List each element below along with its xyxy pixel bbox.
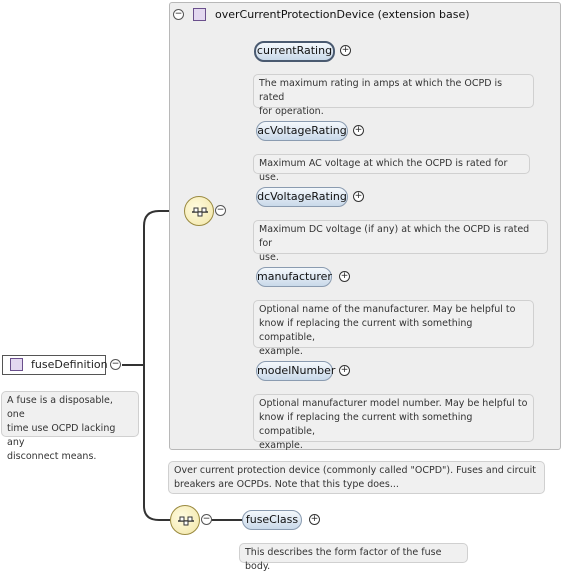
- doc-line: Maximum AC voltage at which the OCPD is …: [259, 158, 508, 183]
- doc-line: for operation.: [259, 106, 324, 117]
- doc-line: This describes the form factor of the fu…: [245, 547, 442, 572]
- root-doc-line: disconnect means.: [7, 451, 97, 462]
- sequence-compositor-2[interactable]: [170, 505, 200, 535]
- element-dcvoltagerating[interactable]: dcVoltageRating: [256, 187, 348, 207]
- element-currentrating[interactable]: currentRating: [254, 41, 335, 62]
- sequence-icon: [178, 516, 194, 526]
- acvoltagerating-documentation: Maximum AC voltage at which the OCPD is …: [253, 154, 530, 183]
- root-element-fusedefinition[interactable]: fuseDefinition: [2, 355, 108, 375]
- element-manufacturer[interactable]: manufacturer: [256, 267, 332, 287]
- dcvoltagerating-documentation: Maximum DC voltage (if any) at which the…: [253, 220, 548, 263]
- expand-toggle[interactable]: +: [340, 45, 351, 56]
- root-doc-line: time use OCPD lacking any: [7, 423, 116, 448]
- element-fuseclass[interactable]: fuseClass: [242, 510, 302, 530]
- sequence-collapse-toggle[interactable]: −: [215, 205, 226, 216]
- expand-toggle[interactable]: +: [339, 365, 350, 376]
- extension-documentation: Over current protection device (commonly…: [168, 461, 545, 494]
- doc-line: Optional manufacturer model number. May …: [259, 398, 528, 409]
- doc-line: Optional name of the manufacturer. May b…: [259, 304, 516, 315]
- doc-line: know if replacing the current with somet…: [259, 318, 473, 343]
- fuseclass-documentation: This describes the form factor of the fu…: [239, 543, 468, 572]
- doc-line: The maximum rating in amps at which the …: [259, 78, 503, 103]
- expand-toggle[interactable]: +: [339, 271, 350, 282]
- expand-toggle[interactable]: +: [309, 514, 320, 525]
- doc-line: Over current protection device (commonly…: [174, 465, 536, 476]
- expand-toggle[interactable]: +: [353, 125, 364, 136]
- sequence-2-collapse-toggle[interactable]: −: [201, 514, 212, 525]
- extension-collapse-toggle[interactable]: −: [173, 9, 184, 20]
- extension-title: overCurrentProtectionDevice (extension b…: [215, 8, 470, 21]
- extension-type-icon: [193, 8, 206, 21]
- root-doc-line: A fuse is a disposable, one: [7, 395, 113, 420]
- sequence-icon: [192, 207, 208, 217]
- root-documentation: A fuse is a disposable, one time use OCP…: [1, 391, 139, 462]
- currentrating-documentation: The maximum rating in amps at which the …: [253, 74, 534, 117]
- element-acvoltagerating[interactable]: acVoltageRating: [256, 121, 348, 141]
- element-modelnumber[interactable]: modelNumber: [256, 361, 335, 381]
- manufacturer-documentation: Optional name of the manufacturer. May b…: [253, 300, 534, 357]
- sequence-compositor[interactable]: [184, 196, 214, 226]
- doc-line: Maximum DC voltage (if any) at which the…: [259, 224, 530, 249]
- doc-line: know if replacing the current with somet…: [259, 412, 473, 437]
- doc-line: breakers are OCPDs. Note that this type …: [174, 479, 399, 490]
- expand-toggle[interactable]: +: [353, 191, 364, 202]
- root-collapse-toggle[interactable]: −: [110, 359, 121, 370]
- modelnumber-documentation: Optional manufacturer model number. May …: [253, 394, 534, 451]
- doc-line: use.: [259, 252, 279, 263]
- doc-line: example.: [259, 346, 303, 357]
- complex-type-icon: [10, 358, 23, 371]
- doc-line: example.: [259, 440, 303, 451]
- root-element-label: fuseDefinition: [31, 358, 108, 371]
